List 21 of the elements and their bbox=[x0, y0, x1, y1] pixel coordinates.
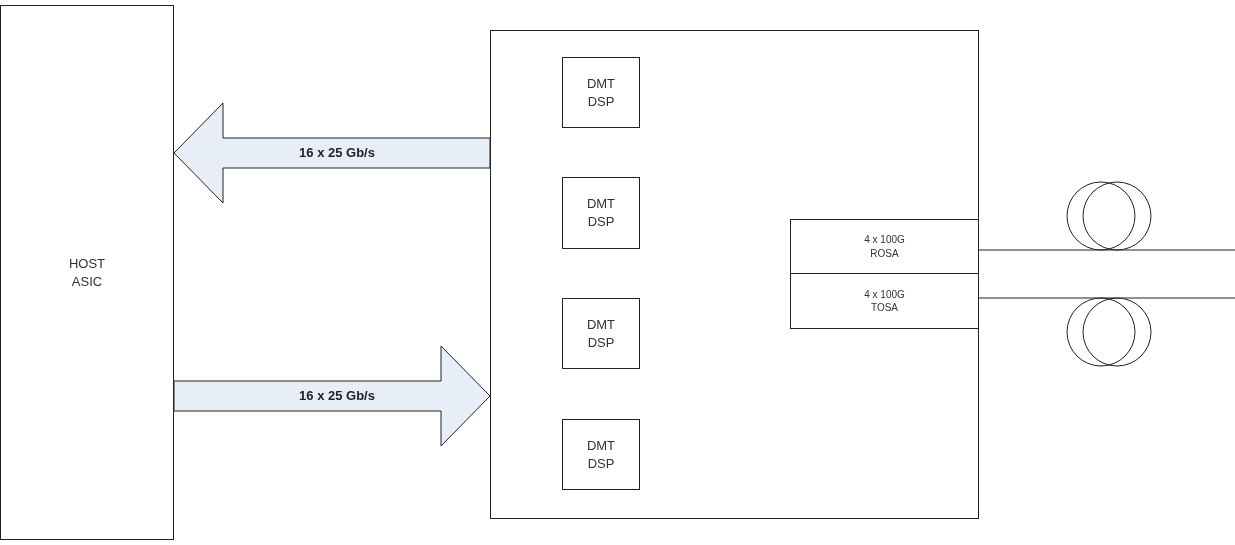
component-box bbox=[790, 219, 979, 274]
box-label: HOST ASIC bbox=[67, 254, 107, 291]
fiber-line bbox=[978, 249, 1235, 251]
edge-label: 16 x 25 Gb/s bbox=[299, 387, 375, 406]
component-box bbox=[562, 177, 640, 249]
block-arrow bbox=[173, 102, 491, 204]
box-label: 4 x 100G ROSA bbox=[863, 233, 906, 260]
component-box bbox=[790, 273, 979, 329]
box-label: DMT DSP bbox=[585, 74, 617, 111]
block-arrow bbox=[173, 345, 491, 447]
component-box bbox=[0, 5, 174, 540]
fiber-line bbox=[978, 297, 1235, 299]
box-label: DMT DSP bbox=[585, 315, 617, 352]
box-label: DMT DSP bbox=[585, 195, 617, 231]
component-box bbox=[562, 57, 640, 128]
edge-label: 16 x 25 Gb/s bbox=[299, 144, 375, 163]
module-box bbox=[490, 30, 979, 519]
box-label: 4 x 100G TOSA bbox=[863, 287, 906, 315]
box-label: DMT DSP bbox=[585, 436, 617, 473]
component-box bbox=[562, 298, 640, 369]
component-box bbox=[562, 419, 640, 490]
